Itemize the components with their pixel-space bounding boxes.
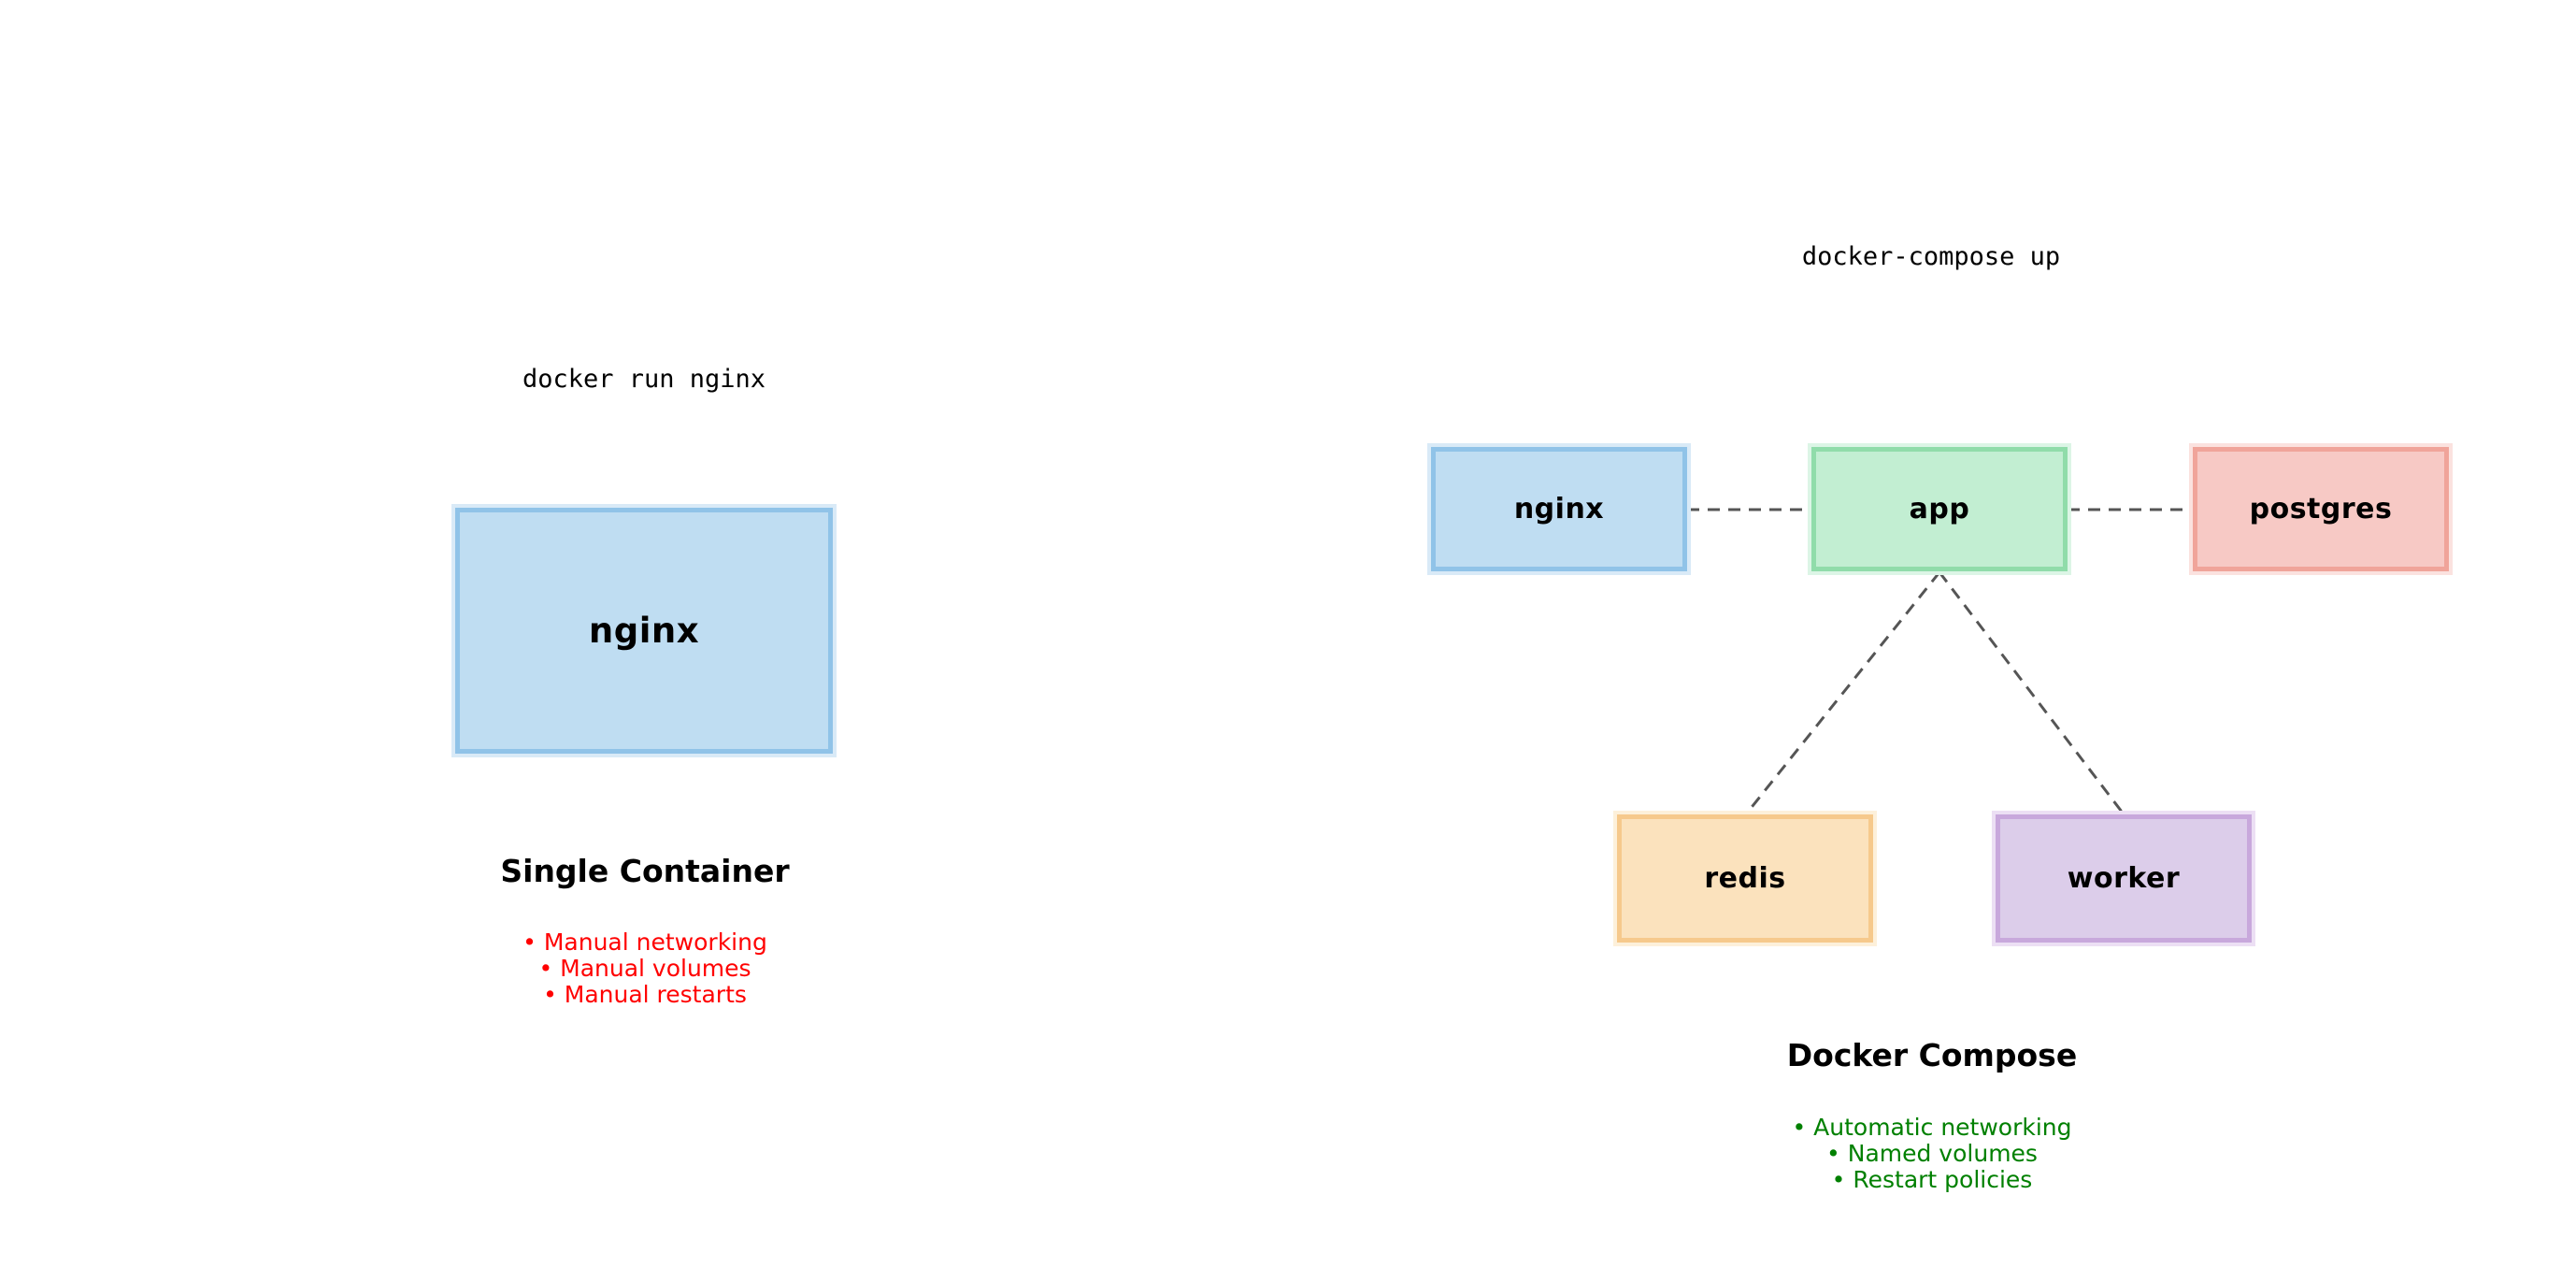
node-redis: redis	[1617, 814, 1873, 943]
right-bullet-3: • Restart policies	[1831, 1166, 2033, 1193]
node-postgres-label: postgres	[2249, 493, 2393, 526]
node-app: app	[1811, 447, 2068, 571]
left-bullet-2: • Manual volumes	[538, 955, 751, 982]
node-redis-label: redis	[1704, 862, 1786, 895]
left-bullet-1: • Manual networking	[522, 929, 767, 956]
node-postgres: postgres	[2193, 447, 2449, 571]
node-nginx: nginx	[1431, 447, 1687, 571]
node-single-nginx: nginx	[455, 508, 833, 754]
right-bullet-list: • Automatic networking • Named volumes •…	[1689, 1115, 2175, 1193]
right-command-text: docker-compose up	[1801, 242, 2061, 271]
left-command-text: docker run nginx	[522, 365, 766, 394]
right-bullet-1: • Automatic networking	[1792, 1114, 2072, 1141]
left-bullet-list: • Manual networking • Manual volumes • M…	[402, 929, 888, 1008]
right-title: Docker Compose	[1786, 1037, 2078, 1073]
node-app-label: app	[1909, 493, 1970, 526]
edge-app-redis	[1743, 571, 1941, 816]
edge-app-worker	[1938, 571, 2126, 816]
node-worker-label: worker	[2067, 862, 2181, 895]
node-nginx-label: nginx	[1513, 493, 1605, 526]
left-bullet-3: • Manual restarts	[543, 981, 747, 1008]
right-bullet-2: • Named volumes	[1826, 1140, 2038, 1167]
left-title: Single Container	[500, 853, 790, 889]
node-single-nginx-label: nginx	[588, 611, 700, 651]
node-worker: worker	[1996, 814, 2252, 943]
